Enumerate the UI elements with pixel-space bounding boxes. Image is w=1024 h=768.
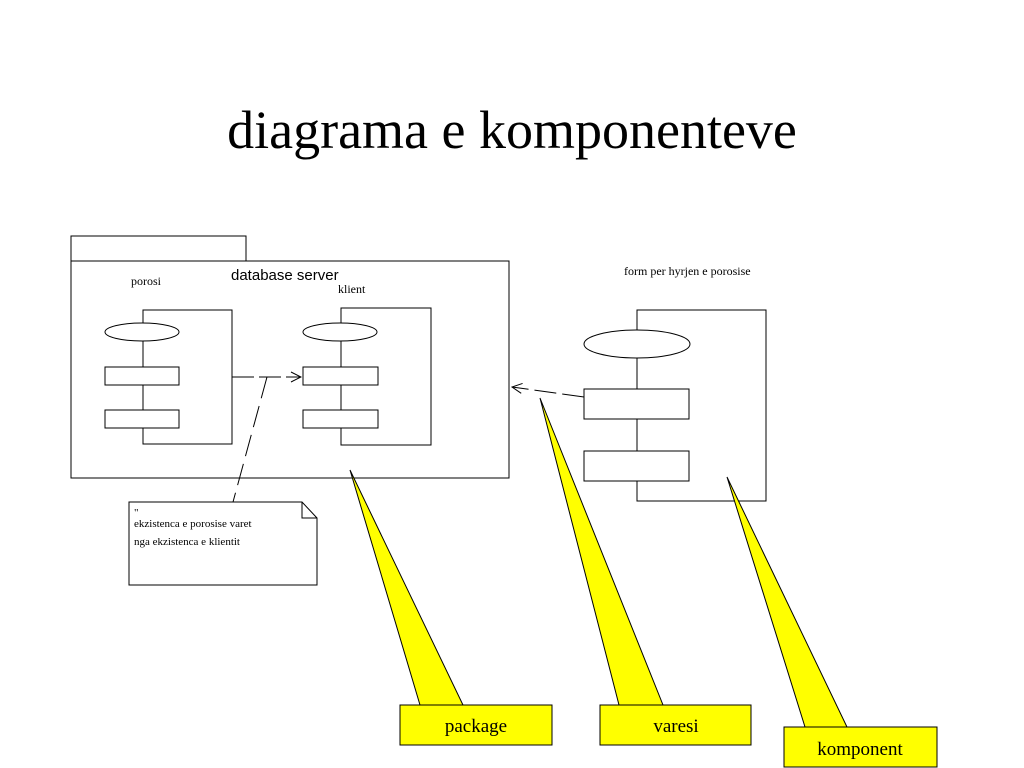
- callout-komponent-pointer: [726, 476, 848, 728]
- dependency-form-to-package: [512, 387, 585, 398]
- callout-package: package: [349, 469, 553, 746]
- callout-varesi: varesi: [539, 397, 752, 746]
- slide-title: diagrama e komponenteve: [227, 100, 797, 160]
- note-header: ": [134, 507, 139, 519]
- callout-package-pointer: [349, 469, 464, 706]
- component-porosi-label: porosi: [131, 274, 162, 288]
- component-klient-ellipse: [302, 322, 378, 342]
- note-corner-fold: [301, 502, 317, 519]
- component-klient: klient: [302, 282, 432, 446]
- component-klient-label: klient: [338, 282, 366, 296]
- callout-package-box: [399, 704, 553, 746]
- component-porosi-port-bottom: [104, 409, 180, 429]
- database-server-package: database server: [70, 235, 510, 479]
- callout-package-label: package: [445, 716, 507, 737]
- callout-varesi-label: varesi: [653, 716, 698, 737]
- callout-varesi-box: [599, 704, 752, 746]
- callout-komponent: komponent: [726, 476, 938, 768]
- callout-komponent-label: komponent: [817, 739, 903, 760]
- note-body: [128, 501, 318, 586]
- note: " ekzistenca e porosise varet nga ekzist…: [128, 501, 318, 586]
- note-anchor-line: [232, 376, 268, 503]
- component-porosi-port-top: [104, 366, 180, 386]
- note-line-2: nga ekzistenca e klientit: [134, 536, 240, 548]
- component-form-port-bottom: [583, 450, 690, 482]
- package-tab: [70, 235, 247, 262]
- component-porosi-ellipse: [104, 322, 180, 342]
- component-klient-port-bottom: [302, 409, 379, 429]
- component-form-port-top: [583, 388, 690, 420]
- package-name: database server: [231, 267, 339, 284]
- component-form: form per hyrjen e porosise: [583, 264, 767, 502]
- callout-komponent-box: [783, 726, 938, 768]
- note-line-1: ekzistenca e porosise varet: [134, 518, 252, 530]
- component-form-ellipse: [583, 329, 691, 359]
- component-form-label: form per hyrjen e porosise: [624, 264, 751, 278]
- component-klient-port-top: [302, 366, 379, 386]
